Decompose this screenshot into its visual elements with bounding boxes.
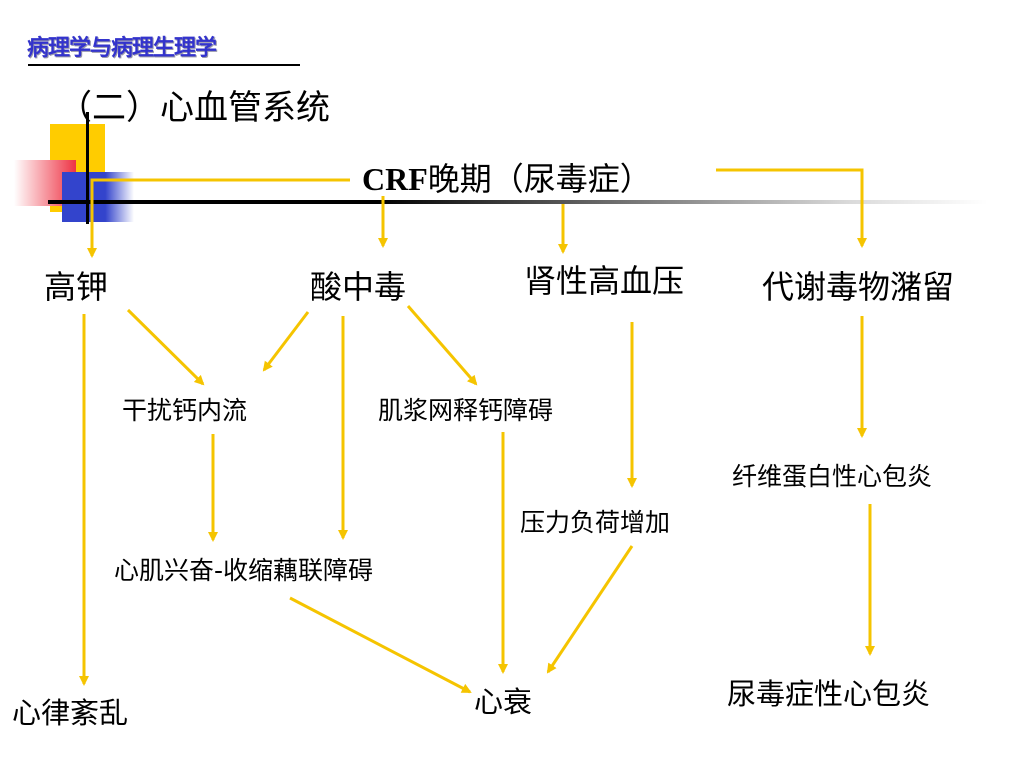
node-crf-prefix: CRF: [362, 161, 428, 197]
section-heading: （二）心血管系统: [58, 88, 330, 128]
node-pressure-load: 压力负荷增加: [520, 508, 671, 537]
node-arrhythmia: 心律紊乱: [12, 696, 129, 730]
node-acidosis: 酸中毒: [310, 268, 407, 306]
node-uremic-pericarditis: 尿毒症性心包炎: [727, 677, 931, 711]
node-ec-coupling: 心肌兴奋-收缩藕联障碍: [114, 556, 374, 585]
node-fibrinous-pericarditis: 纤维蛋白性心包炎: [732, 462, 933, 491]
deco-vertical-rule: [86, 112, 89, 224]
deco-horizontal-rule: [48, 200, 988, 204]
arrow-acidosis-calcium: [262, 311, 310, 372]
arrow-coupling-heartfailure: [289, 596, 472, 694]
arrow-hyperkalemia-calcium: [126, 308, 205, 386]
node-hyperkalemia: 高钾: [44, 268, 109, 306]
arrow-acidosis-sr: [406, 305, 478, 386]
arrow-root-hyperkalemia: [87, 178, 350, 258]
subject-title: 病理学与病理生理学: [27, 36, 217, 61]
node-toxin-retention: 代谢毒物潴留: [762, 268, 955, 306]
subject-underline: [28, 64, 300, 66]
node-calcium-influx: 干扰钙内流: [122, 396, 248, 425]
node-crf-late-stage: CRF晚期（尿毒症）: [362, 163, 652, 195]
arrow-pressure-heartfailure: [546, 545, 634, 674]
arrow-root-toxins: [716, 168, 867, 248]
node-heart-failure: 心衰: [474, 685, 533, 719]
node-renal-hypertension: 肾性高血压: [524, 262, 685, 300]
node-sr-calcium-release: 肌浆网释钙障碍: [378, 396, 554, 425]
node-crf-suffix: 晚期（尿毒症）: [427, 160, 652, 198]
